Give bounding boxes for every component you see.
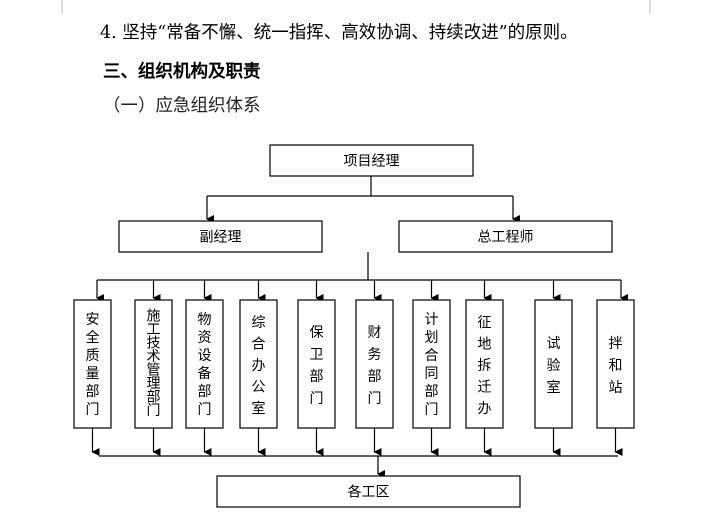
section-heading: 三、组织机构及职责 xyxy=(103,62,261,82)
principle-paragraph: 4. 坚持“常备不懈、统一指挥、高效协调、持续改进”的原则。 xyxy=(100,23,578,43)
box-dept-2: 施工技术管理部门 xyxy=(134,299,173,429)
box-dept-2-label: 施工技术管理部门 xyxy=(147,309,161,420)
box-dept-1-label: 安全质量部门 xyxy=(86,312,100,418)
box-dept-4-label: 综合办公室 xyxy=(252,315,266,417)
box-project-manager: 项目经理 xyxy=(269,144,474,177)
box-chief-engineer: 总工程师 xyxy=(398,220,613,253)
box-dept-5-frame xyxy=(297,299,336,429)
org-chart-connectors xyxy=(91,176,628,478)
box-dept-6: 财务部门 xyxy=(355,299,394,429)
box-chief-engineer-label: 总工程师 xyxy=(478,230,534,246)
box-dept-10-label: 拌和站 xyxy=(609,336,623,396)
box-dept-5: 保卫部门 xyxy=(297,299,336,429)
box-deputy-manager-frame xyxy=(118,220,323,253)
box-dept-10-frame xyxy=(596,299,635,429)
box-dept-1-frame xyxy=(73,299,112,429)
box-dept-3-frame xyxy=(185,299,224,429)
box-work-zones-label: 各工区 xyxy=(348,485,390,501)
box-dept-3-label: 物资设备部门 xyxy=(198,312,212,418)
box-dept-7-frame xyxy=(412,299,451,429)
box-chief-engineer-frame xyxy=(398,220,613,253)
box-dept-8-label: 征地拆迁办 xyxy=(478,315,492,417)
box-dept-6-frame xyxy=(355,299,394,429)
box-dept-8-frame xyxy=(465,299,504,429)
box-project-manager-frame xyxy=(269,144,474,177)
box-dept-9-frame xyxy=(534,299,573,429)
box-dept-1: 安全质量部门 xyxy=(73,299,112,429)
box-dept-9: 试验室 xyxy=(534,299,573,429)
box-dept-6-label: 财务部门 xyxy=(368,325,382,407)
box-work-zones: 各工区 xyxy=(216,475,521,508)
page-corner-mark-left xyxy=(61,0,651,14)
box-dept-5-label: 保卫部门 xyxy=(310,325,324,407)
box-dept-7: 计划合同部门 xyxy=(412,299,451,429)
box-dept-4: 综合办公室 xyxy=(239,299,278,429)
subsection-heading: （一）应急组织体系 xyxy=(103,96,261,116)
box-deputy-manager: 副经理 xyxy=(118,220,323,253)
box-deputy-manager-label: 副经理 xyxy=(200,230,242,246)
box-dept-7-label: 计划合同部门 xyxy=(425,312,439,418)
box-project-manager-label: 项目经理 xyxy=(344,154,400,170)
box-dept-8: 征地拆迁办 xyxy=(465,299,504,429)
box-dept-2-frame xyxy=(134,299,173,429)
box-dept-9-label: 试验室 xyxy=(547,336,561,396)
box-dept-3: 物资设备部门 xyxy=(185,299,224,429)
box-work-zones-frame xyxy=(216,475,521,508)
box-dept-4-frame xyxy=(239,299,278,429)
box-dept-10: 拌和站 xyxy=(596,299,635,429)
